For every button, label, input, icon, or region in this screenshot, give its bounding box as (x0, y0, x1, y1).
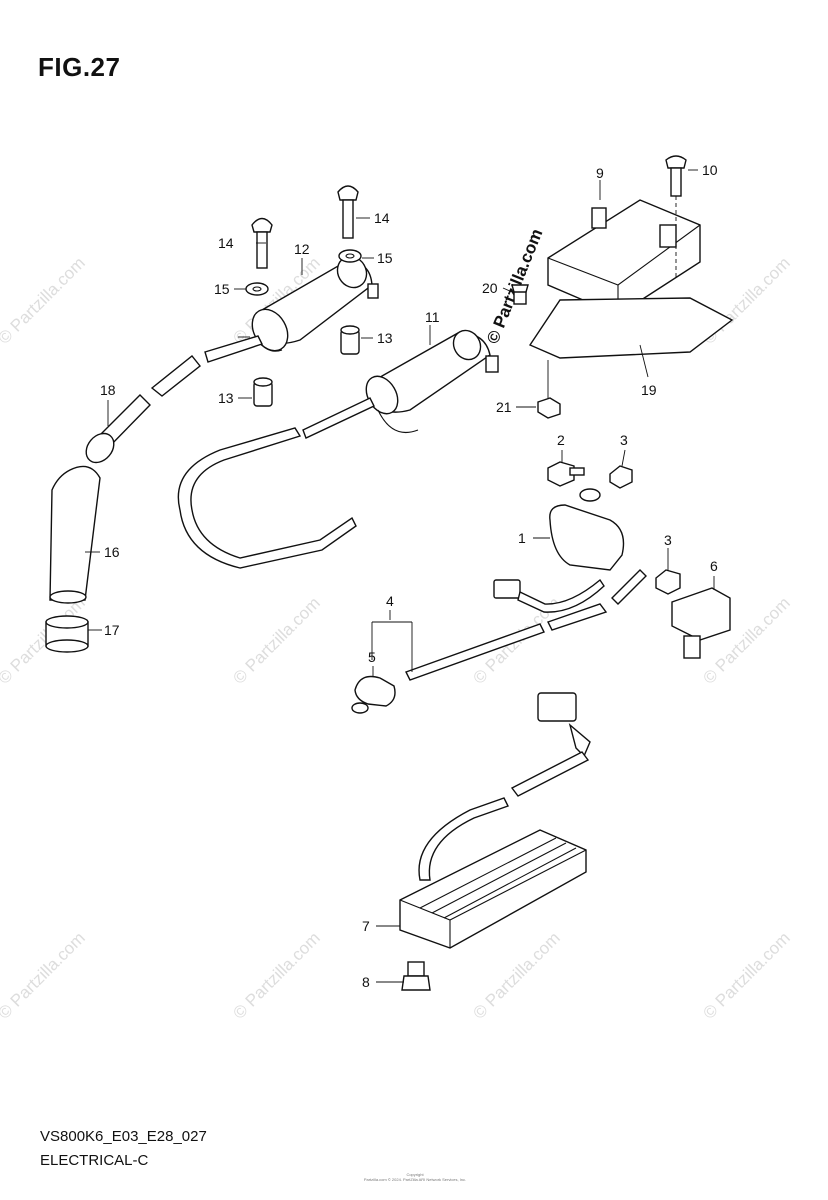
callout-labels: 9 10 11 12 14 14 15 15 13 13 18 16 17 19… (100, 162, 718, 990)
callout-8: 8 (362, 974, 370, 990)
watermark: © Partzilla.com (229, 593, 323, 687)
callout-19: 19 (641, 382, 657, 398)
watermark: © Partzilla.com (469, 928, 563, 1022)
callout-9: 9 (596, 165, 604, 181)
callout-18: 18 (100, 382, 116, 398)
watermark: © Partzilla.com (229, 928, 323, 1022)
callout-15: 15 (214, 281, 230, 297)
watermark: © Partzilla.com (0, 253, 89, 347)
callout-5: 5 (368, 649, 376, 665)
callout-21: 21 (496, 399, 512, 415)
callout-13: 13 (218, 390, 234, 406)
callout-1: 1 (518, 530, 526, 546)
fasteners-upper-left (245, 185, 362, 407)
callout-6: 6 (710, 558, 718, 574)
ignition-coil-front (177, 329, 499, 569)
copyright-line: Partzilla.com © 2024. PartZilla ARI Netw… (363, 1177, 467, 1182)
watermark: © Partzilla.com (0, 928, 89, 1022)
figure-title: FIG.27 (38, 52, 121, 82)
copyright-line: Copyright (406, 1172, 424, 1177)
figure-name: ELECTRICAL-C (40, 1152, 149, 1169)
callout-11: 11 (425, 309, 440, 325)
callout-4: 4 (386, 593, 394, 609)
callout-7: 7 (362, 918, 370, 934)
watermark: © Partzilla.com (699, 928, 793, 1022)
callout-3: 3 (664, 532, 672, 548)
spark-plug-cap-group (45, 394, 151, 653)
igniter-assembly (511, 155, 734, 419)
callout-17: 17 (104, 622, 120, 638)
callout-10: 10 (702, 162, 718, 178)
callout-14: 14 (374, 210, 390, 226)
callout-12: 12 (294, 241, 310, 257)
callout-16: 16 (104, 544, 120, 560)
callout-3: 3 (620, 432, 628, 448)
regulator-assembly (399, 692, 591, 991)
starter-relay-assembly (351, 461, 731, 714)
callout-15: 15 (377, 250, 393, 266)
ignition-coil-rear (150, 255, 379, 397)
leader-lines (85, 169, 715, 983)
figure-code: VS800K6_E03_E28_027 (40, 1128, 207, 1145)
callout-13: 13 (377, 330, 393, 346)
copyright-notice: Copyright Partzilla.com © 2024. PartZill… (300, 1172, 530, 1182)
callout-2: 2 (557, 432, 565, 448)
callout-14: 14 (218, 235, 234, 251)
callout-20: 20 (482, 280, 498, 296)
